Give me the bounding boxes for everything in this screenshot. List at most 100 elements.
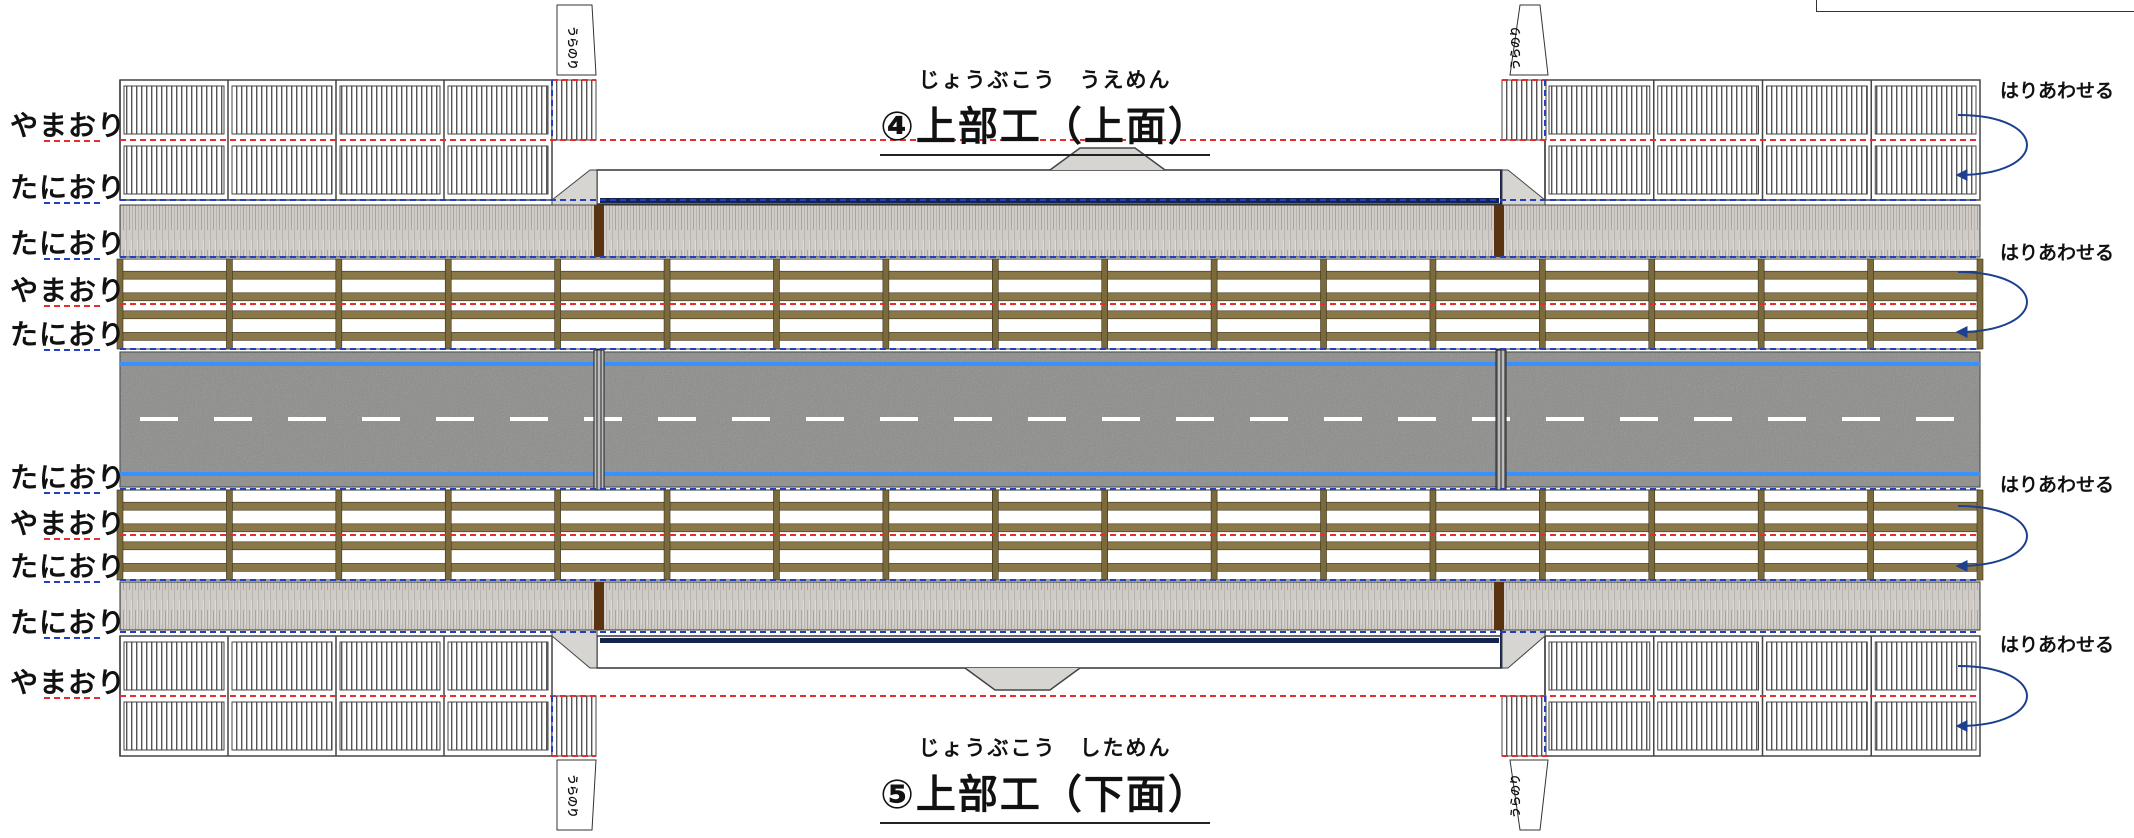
- fence-slat-panel: [339, 641, 441, 691]
- lane-dash: [1546, 417, 1584, 421]
- deck-hump: [964, 667, 1081, 691]
- fold-label-underline: [44, 140, 100, 142]
- fence-slat-panel: [1548, 85, 1651, 135]
- glue-tab-label: うらのり: [1509, 26, 1522, 70]
- paste-label: はりあわせる: [2000, 80, 2115, 102]
- fold-label-mountain: やまおり: [10, 666, 127, 699]
- fence-slat-panel: [123, 641, 225, 691]
- fold-label-underline: [44, 349, 100, 351]
- fold-label-valley: たにおり: [10, 171, 127, 204]
- fence-slat-panel: [1874, 145, 1977, 195]
- title-top-ruby: じょうぶこう うえめん: [918, 68, 1172, 92]
- deck-strip-top: [119, 204, 1981, 258]
- paste-label: はりあわせる: [2000, 474, 2115, 496]
- fence-slat-panel: [1657, 85, 1759, 135]
- title-bottom-underline: [880, 822, 1210, 824]
- glue-tab-bottom-left: [556, 759, 597, 831]
- connector-bottom-left: [551, 629, 598, 669]
- lane-dash: [880, 417, 918, 421]
- lane-dash: [1398, 417, 1436, 421]
- curved-arrow-icon: [1955, 271, 2028, 338]
- fence-slat-panel: [1657, 641, 1759, 691]
- fold-label-underline: [44, 637, 100, 639]
- rail-bar: [119, 501, 1981, 511]
- fence-slat-panel: [1766, 85, 1868, 135]
- road-surface: [119, 349, 1981, 491]
- fold-label-valley: たにおり: [10, 606, 127, 639]
- lane-dash: [1472, 417, 1510, 421]
- glue-tab-bottom-right: [1509, 759, 1549, 831]
- fence-slat-panel: [1548, 145, 1651, 195]
- connector-bottom-right: [1501, 629, 1546, 669]
- glue-tab-top-right: [1509, 4, 1549, 76]
- fence-slat-panel: [123, 145, 225, 195]
- connector-top-left: [551, 169, 598, 206]
- curved-arrow-icon: [1955, 505, 2028, 572]
- lane-dash: [954, 417, 992, 421]
- fence-slat-panel: [123, 85, 225, 135]
- lane-dash: [214, 417, 252, 421]
- fence-slat-panel: [1766, 701, 1868, 751]
- lane-dash: [1324, 417, 1362, 421]
- fold-label-underline: [44, 305, 100, 307]
- rail-bar: [119, 292, 1981, 302]
- lane-dash: [436, 417, 474, 421]
- lane-dash: [1028, 417, 1066, 421]
- rail-bar: [119, 541, 1981, 551]
- corner-frame: [1816, 0, 2134, 12]
- rail-bar: [119, 523, 1981, 533]
- title-top: じょうぶこう うえめん ④上部工（上面）: [880, 64, 1210, 156]
- fold-label-valley: たにおり: [10, 227, 127, 260]
- fence-slat-panel: [339, 85, 441, 135]
- rail-post: [1976, 258, 1984, 350]
- fence-slat-panel: [231, 701, 333, 751]
- fold-label-mountain: やまおり: [10, 274, 127, 307]
- lane-dash: [140, 417, 178, 421]
- paste-label: はりあわせる: [2000, 634, 2115, 656]
- fold-label-underline: [44, 581, 100, 583]
- fence-slat-panel: [339, 701, 441, 751]
- fence-tab-top-right: [1501, 79, 1547, 141]
- fence-slat-panel: [339, 145, 441, 195]
- lane-dash: [1620, 417, 1658, 421]
- fence-slat-panel: [231, 641, 333, 691]
- fence-slat-panel: [1548, 641, 1651, 691]
- lane-dash: [1842, 417, 1880, 421]
- rail-post: [1976, 489, 1984, 581]
- deck-strip-bottom: [119, 581, 1981, 631]
- fold-label-valley: たにおり: [10, 550, 127, 583]
- fold-label-mountain: やまおり: [10, 109, 127, 142]
- fence-slat-panel: [1548, 701, 1651, 751]
- lane-dash: [1176, 417, 1214, 421]
- fence-slat-panel: [1766, 145, 1868, 195]
- lane-dash: [806, 417, 844, 421]
- fence-slat-panel: [231, 85, 333, 135]
- fence-slat-panel: [447, 145, 549, 195]
- glue-tabs: [551, 4, 1549, 831]
- lane-dash: [288, 417, 326, 421]
- connector-top-right: [1501, 169, 1546, 206]
- fence-slat-panel: [1657, 145, 1759, 195]
- glue-tab-top-left: [556, 4, 597, 76]
- paste-arrows: [1955, 114, 2028, 732]
- curved-arrow-icon: [1955, 114, 2028, 181]
- paste-label: はりあわせる: [2000, 242, 2115, 264]
- fold-label-underline: [44, 202, 100, 204]
- rail-bar: [119, 270, 1981, 280]
- fence-tab-bottom-left: [551, 695, 597, 757]
- lane-dash: [1694, 417, 1732, 421]
- lane-dash: [732, 417, 770, 421]
- lane-dash: [1768, 417, 1806, 421]
- pier-post: [594, 582, 604, 630]
- fold-lines: [120, 79, 1980, 757]
- deck-strips: [119, 204, 1981, 631]
- fold-label-underline: [44, 697, 100, 699]
- panel-edge-stripe: [600, 638, 1499, 643]
- fold-label-valley: たにおり: [10, 318, 127, 351]
- fold-label-underline: [44, 492, 100, 494]
- expansion-joint: [593, 349, 605, 491]
- glue-tab-label: うらのり: [566, 26, 579, 70]
- rail-bar: [119, 310, 1981, 320]
- deck-hump: [1049, 147, 1166, 171]
